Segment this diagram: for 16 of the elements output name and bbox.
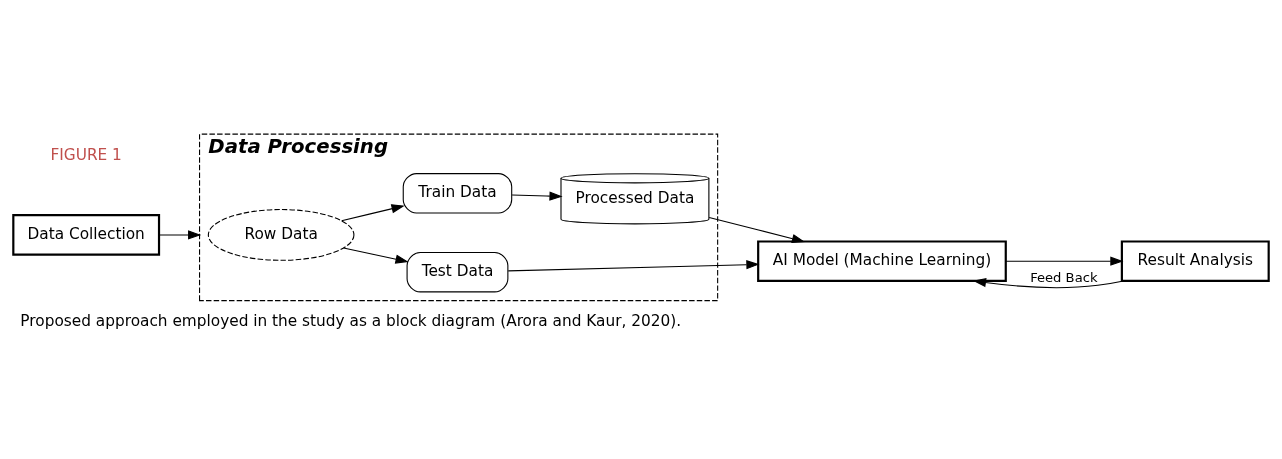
label: FIGURE 1 bbox=[50, 145, 122, 164]
arrow bbox=[511, 191, 563, 201]
arrow bbox=[343, 247, 409, 264]
node-box: Train Data bbox=[402, 172, 513, 214]
arrow bbox=[158, 229, 202, 240]
node-ellipse: Row Data bbox=[207, 208, 355, 261]
arrow bbox=[1005, 256, 1124, 266]
caption: Proposed approach employed in the study as a block diagram (Arora and Kaur, 2020). bbox=[20, 311, 682, 330]
edge-label: Feed Back bbox=[1030, 269, 1098, 285]
node-box: AI Model (Machine Learning) bbox=[757, 239, 1007, 282]
node-box: Test Data bbox=[406, 251, 509, 292]
node-box: Result Analysis bbox=[1120, 239, 1270, 282]
arrow bbox=[341, 203, 405, 221]
node-box: Data Collection bbox=[12, 213, 161, 256]
arrow bbox=[507, 259, 760, 271]
arrow bbox=[708, 216, 806, 243]
